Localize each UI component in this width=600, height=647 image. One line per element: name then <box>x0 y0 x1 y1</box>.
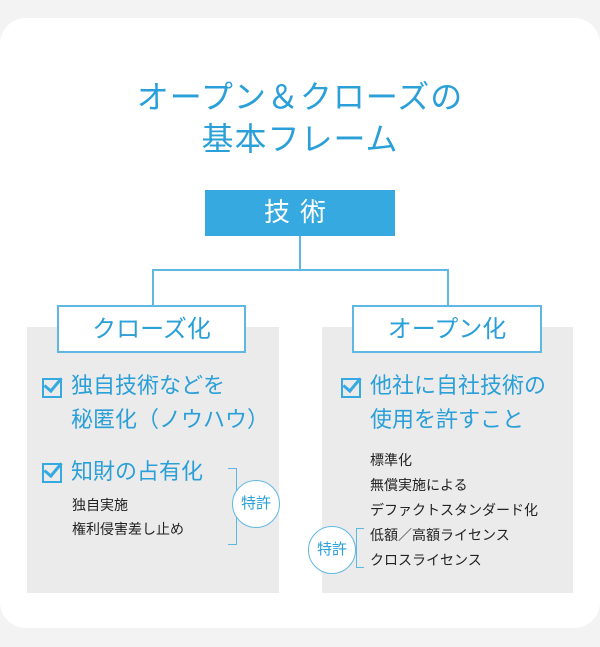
close-item-1-line-1: 独自技術などを <box>71 374 226 399</box>
connector <box>152 269 448 271</box>
close-sub-2: 権利侵害差し止め <box>72 522 184 538</box>
close-item-2: 知財の占有化 <box>71 460 204 485</box>
title-line-1: オープン＆クローズの <box>136 78 464 116</box>
close-panel <box>27 327 279 593</box>
open-item-1-line-2: 使用を許すこと <box>370 408 525 433</box>
open-sub-3: デファクトスタンダード化 <box>370 503 538 519</box>
open-sub-5: クロスライセンス <box>370 553 482 569</box>
close-item-1-line-2: 秘匿化（ノウハウ） <box>71 408 270 433</box>
open-sub-1: 標準化 <box>370 453 412 469</box>
patent-badge: 特許 <box>308 526 356 574</box>
open-label: オープン化 <box>352 305 542 353</box>
checkbox-icon <box>341 378 361 398</box>
open-sub-4: 低額／高額ライセンス <box>370 528 510 544</box>
patent-badge: 特許 <box>232 480 280 528</box>
close-sub-1: 独自実施 <box>72 498 128 514</box>
checkbox-icon <box>42 463 62 483</box>
checkbox-icon <box>42 378 62 398</box>
connector <box>447 269 449 306</box>
root-node-technology: 技術 <box>205 190 395 236</box>
close-label: クローズ化 <box>57 305 246 353</box>
title-line-2: 基本フレーム <box>201 120 399 158</box>
open-sub-2: 無償実施による <box>370 478 468 494</box>
open-item-1-line-1: 他社に自社技術の <box>370 374 547 399</box>
bracket <box>356 528 364 568</box>
open-panel <box>322 327 573 593</box>
connector <box>299 236 301 270</box>
connector <box>152 269 154 306</box>
